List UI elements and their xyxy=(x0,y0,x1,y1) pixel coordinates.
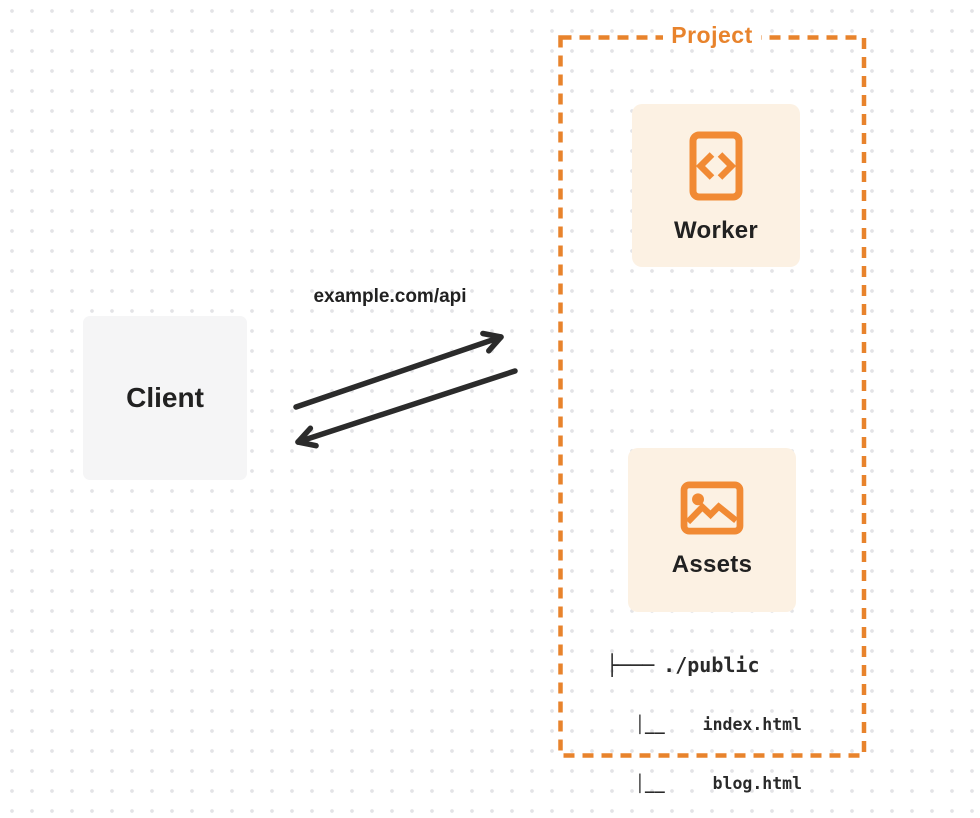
tree-file-name: blog.html xyxy=(712,773,802,793)
project-label: Project xyxy=(663,22,761,49)
project-label-wrap: Project xyxy=(560,22,864,49)
worker-node: Worker xyxy=(632,104,800,267)
tree-branch-glyph: │__ xyxy=(635,715,665,734)
file-tree-item: │__ index.html xyxy=(606,715,802,736)
tree-root-name: ./public xyxy=(663,653,760,677)
assets-node: Assets xyxy=(628,448,796,612)
client-label: Client xyxy=(126,382,204,413)
client-node: Client xyxy=(83,316,247,480)
file-tree: ├─── ./public │__ index.html │__ blog.ht… xyxy=(606,616,802,818)
request-arrow xyxy=(293,330,504,410)
code-file-icon xyxy=(689,131,743,200)
file-tree-root: ├─── ./public xyxy=(606,654,802,677)
image-icon xyxy=(680,481,744,535)
tree-file-name: index.html xyxy=(702,715,802,734)
tree-branch-glyph: ├─── xyxy=(606,653,655,677)
assets-label: Assets xyxy=(671,551,753,578)
request-url-label: example.com/api xyxy=(313,286,467,307)
file-tree-item: │__ blog.html xyxy=(606,774,802,795)
worker-label: Worker xyxy=(673,216,759,244)
response-arrow xyxy=(295,368,518,449)
tree-branch-glyph: │__ xyxy=(635,773,665,793)
